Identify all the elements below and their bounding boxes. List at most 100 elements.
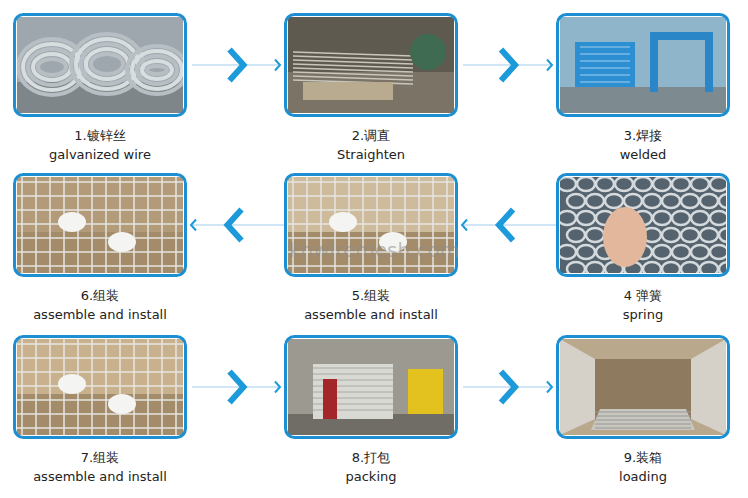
photo-detail <box>580 75 630 76</box>
photo-detail <box>323 379 337 419</box>
step-title: 8.打包 <box>283 448 459 467</box>
photo-detail <box>580 61 630 62</box>
chevron-head <box>228 210 242 241</box>
photo-detail <box>710 177 726 191</box>
photo-detail <box>575 42 635 87</box>
photo-detail <box>142 61 172 79</box>
chevron-head <box>191 220 196 231</box>
flow-line <box>192 64 279 66</box>
photo-detail <box>133 177 135 273</box>
photo-frame <box>15 15 186 116</box>
step-title: 2.调直 <box>283 126 459 145</box>
flow-arrow <box>192 372 280 403</box>
step-title: 7.组装 <box>12 448 188 467</box>
photo-detail <box>691 177 709 191</box>
photo-detail <box>119 177 121 273</box>
photo-detail <box>672 245 690 259</box>
photo-detail <box>288 209 454 211</box>
step-photo <box>12 172 188 278</box>
photo-detail <box>605 194 623 208</box>
photo-detail <box>288 72 454 113</box>
photo-detail <box>560 177 576 191</box>
chevron-head <box>547 60 552 71</box>
photo-detail <box>580 82 630 83</box>
process-step: 2.调直Straighten <box>283 12 459 164</box>
photo-detail <box>595 428 691 429</box>
photo-detail <box>580 47 630 48</box>
photo-detail <box>293 52 413 56</box>
photo-detail <box>595 424 691 425</box>
step-title: 6.组装 <box>12 286 188 305</box>
photo-detail <box>86 49 128 79</box>
caption: 1.镀锌丝galvanized wire <box>12 126 188 164</box>
caption: 7.组装assemble and install <box>12 448 188 486</box>
caption: 3.焊接welded <box>555 126 731 164</box>
chevron-head <box>501 50 515 81</box>
step-label: Straighten <box>283 145 459 164</box>
photo-detail <box>33 54 71 80</box>
step-photo <box>12 334 188 440</box>
photo-detail <box>147 177 149 273</box>
photo-detail <box>293 72 413 76</box>
photo-detail <box>293 56 413 60</box>
photo-detail <box>17 209 183 211</box>
step-label: loading <box>555 467 731 486</box>
photo-detail <box>408 369 443 414</box>
photo-detail <box>700 262 718 273</box>
photo-detail <box>650 32 713 40</box>
step-photo <box>555 12 731 118</box>
photo <box>560 17 726 113</box>
chevron-head <box>230 372 244 403</box>
photo-detail <box>577 177 595 191</box>
photo-detail <box>35 177 37 273</box>
flow-line <box>463 64 551 66</box>
flow-arrow <box>463 50 552 81</box>
photo-detail <box>303 82 393 100</box>
photo-detail <box>710 211 726 225</box>
photo-detail <box>161 339 163 435</box>
flow-line <box>463 224 559 226</box>
step-photo <box>555 334 731 440</box>
photo-detail <box>595 416 691 417</box>
photo-frame <box>15 175 186 276</box>
watermark: knwiremesh.com <box>289 238 459 262</box>
photo-detail <box>560 87 726 113</box>
photo-detail <box>560 339 595 435</box>
photo-detail <box>17 343 183 345</box>
photo-detail <box>175 339 177 435</box>
photo <box>560 339 726 435</box>
photo-detail <box>91 54 123 74</box>
step-title: 4 弹簧 <box>555 286 731 305</box>
photo-detail <box>577 211 595 225</box>
photo-detail <box>643 262 661 273</box>
photo <box>17 17 183 113</box>
step-title: 5.组装 <box>283 286 459 305</box>
photo-detail <box>567 194 585 208</box>
photo-detail <box>596 177 614 191</box>
photo <box>17 339 183 435</box>
photo-detail <box>288 17 454 113</box>
photo-detail <box>132 51 182 89</box>
photo-detail <box>17 385 183 387</box>
photo-detail <box>108 394 136 414</box>
step-photo <box>283 12 459 118</box>
photo-detail <box>681 228 699 242</box>
photo-detail <box>58 374 86 394</box>
photo-detail <box>137 56 177 84</box>
photo-detail <box>108 232 136 252</box>
photo-detail <box>672 211 690 225</box>
photo-detail <box>691 211 709 225</box>
photo-detail <box>49 177 51 273</box>
photo-detail <box>35 339 37 435</box>
process-step: 7.组装assemble and install <box>12 334 188 486</box>
caption: 8.打包packing <box>283 448 459 486</box>
process-step: 8.打包packing <box>283 334 459 486</box>
step-photo <box>12 12 188 118</box>
photo-detail <box>662 262 680 273</box>
photo-detail <box>17 371 183 373</box>
flow-arrow <box>192 50 280 81</box>
chevron-head <box>547 382 552 393</box>
process-step: 6.组装assemble and install <box>12 172 188 324</box>
photo-detail <box>21 177 23 273</box>
process-step: 1.镀锌丝galvanized wire <box>12 12 188 164</box>
